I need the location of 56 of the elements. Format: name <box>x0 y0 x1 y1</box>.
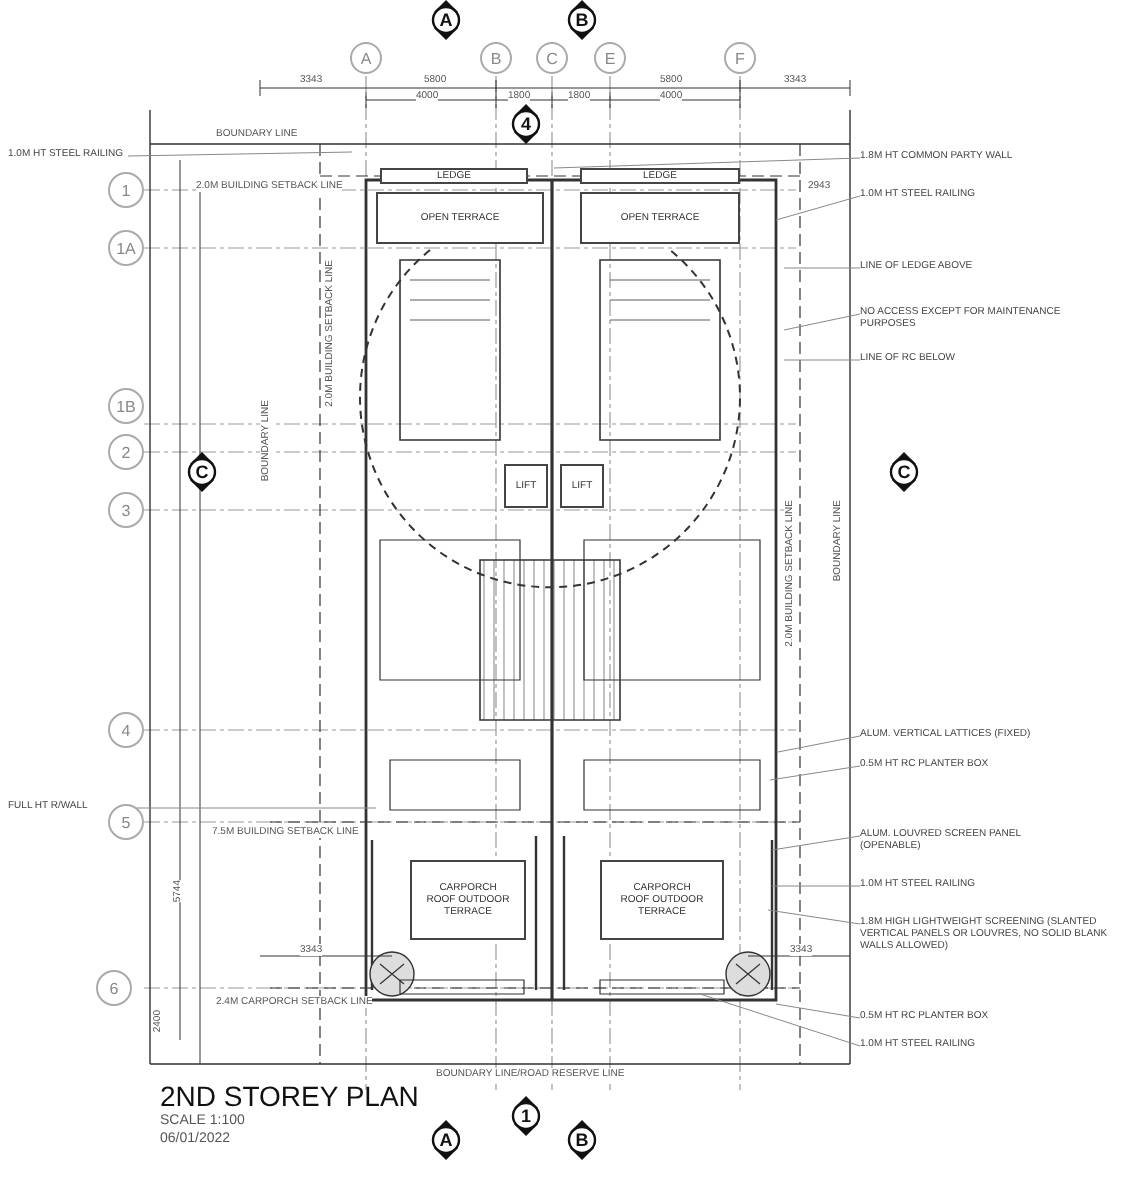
leader-line <box>699 993 861 1047</box>
grid-label: C <box>546 49 558 67</box>
room-outline <box>600 860 724 940</box>
grid-bubble <box>108 230 144 266</box>
section-label: 1 <box>520 1106 531 1126</box>
grid-bubble <box>724 42 756 74</box>
section-label: B <box>575 10 589 30</box>
section-label: A <box>439 10 453 30</box>
section-label: 4 <box>520 114 531 134</box>
grid-label: A <box>360 49 372 67</box>
grid-bubble <box>108 804 144 840</box>
grid-bubble <box>108 712 144 748</box>
section-label: B <box>575 1130 589 1150</box>
room-outline <box>504 464 548 508</box>
grid-label: F <box>735 49 745 67</box>
leader-line <box>769 765 861 781</box>
grid-bubble <box>96 970 132 1006</box>
room-outline <box>380 168 528 184</box>
room-outline <box>580 168 740 184</box>
room-outline <box>376 192 544 244</box>
grid-bubble <box>536 42 568 74</box>
leader-line <box>127 151 353 157</box>
grid-label: 1A <box>116 239 136 257</box>
grid-bubble <box>108 172 144 208</box>
grid-bubble <box>594 42 626 74</box>
leader-line <box>783 267 861 269</box>
grid-bubble <box>350 42 382 74</box>
section-label: C <box>897 462 911 482</box>
room-outline <box>560 464 604 508</box>
grid-bubble <box>480 42 512 74</box>
grid-label: 1B <box>116 397 136 415</box>
section-label: C <box>195 462 209 482</box>
leader-line <box>553 157 861 169</box>
leader-line <box>771 835 861 851</box>
grid-label: 2 <box>121 443 131 461</box>
grid-bubble <box>108 388 144 424</box>
grid-label: 4 <box>121 721 131 739</box>
leader-line <box>775 1003 861 1019</box>
leader-line <box>783 313 861 331</box>
grid-label: E <box>604 49 616 67</box>
leader-line <box>775 195 861 221</box>
grid-label: 1 <box>121 181 131 199</box>
leader-line <box>777 735 861 753</box>
grid-label: 5 <box>121 813 131 831</box>
grid-label: 6 <box>109 979 119 997</box>
leader-line <box>767 909 861 925</box>
leader-line <box>783 359 861 361</box>
room-outline <box>580 192 740 244</box>
leader-line <box>771 885 861 887</box>
section-label: A <box>439 1130 453 1150</box>
grid-bubble <box>108 492 144 528</box>
drawing-title: 2ND STOREY PLAN <box>160 1080 419 1112</box>
grid-label: 3 <box>121 501 131 519</box>
room-outline <box>410 860 526 940</box>
grid-label: B <box>490 49 502 67</box>
grid-bubble <box>108 434 144 470</box>
